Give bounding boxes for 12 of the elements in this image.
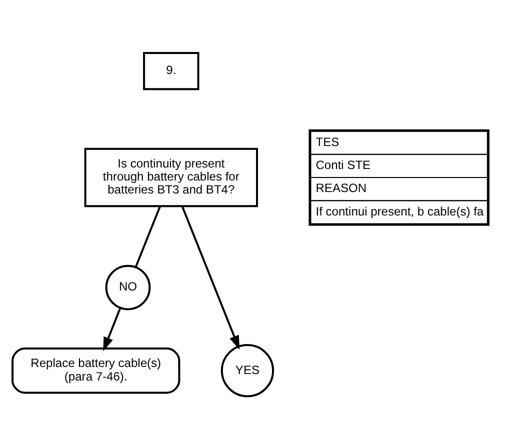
connector — [134, 205, 161, 267]
label: If continui present, b cable(s) fa — [316, 204, 484, 218]
arrow — [103, 307, 122, 351]
label: Conti STE — [316, 158, 371, 172]
node-box: 9. — [143, 52, 200, 90]
arrow — [181, 205, 240, 350]
node-box: Is continuity present through battery cables for batteries BT3 and BT4? — [84, 147, 258, 207]
label: TES — [316, 134, 340, 148]
node-circle: NO — [105, 264, 151, 310]
label: REASON — [316, 180, 367, 195]
node-circle: YES — [220, 344, 274, 397]
node-box: Replace battery cable(s) (para 7-46). — [12, 347, 180, 394]
